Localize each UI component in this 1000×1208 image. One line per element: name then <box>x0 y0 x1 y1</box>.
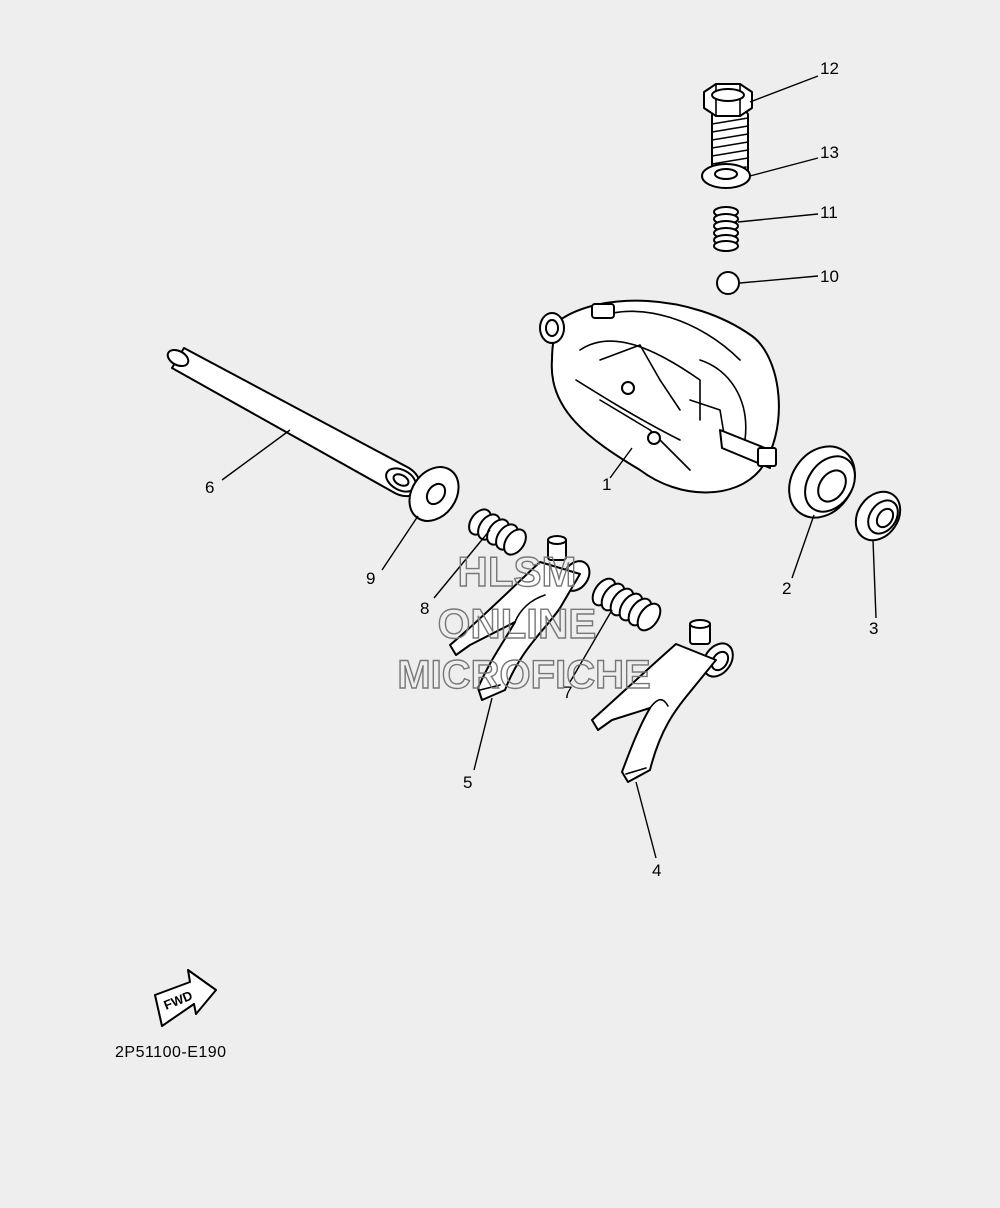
part-10-ball[interactable] <box>716 271 740 295</box>
callout-5: 5 <box>463 773 472 792</box>
watermark-line-2: ONLINE <box>438 600 597 647</box>
callout-7: 7 <box>563 683 572 702</box>
callout-3: 3 <box>869 619 878 638</box>
callout-11: 11 <box>820 203 838 222</box>
part-8-spring[interactable] <box>465 505 531 558</box>
callout-12: 12 <box>820 59 839 78</box>
part-5-shift-fork[interactable] <box>449 535 595 701</box>
part-11-spring[interactable] <box>713 206 739 252</box>
part-4-shift-fork[interactable] <box>591 619 739 783</box>
fwd-arrow-icon: FWD <box>154 969 217 1027</box>
part-6-shaft[interactable] <box>165 347 422 498</box>
part-2-bearing[interactable] <box>776 434 869 531</box>
part-9-washer[interactable] <box>399 458 468 531</box>
callout-6: 6 <box>205 478 214 497</box>
watermark: HLSM ONLINE MICROFICHE <box>397 547 652 697</box>
callout-1: 1 <box>602 475 611 494</box>
callout-2: 2 <box>782 579 791 598</box>
callout-10: 10 <box>820 267 839 286</box>
diagram-code: 2P51100-E190 <box>115 1044 227 1061</box>
callout-4: 4 <box>652 861 661 880</box>
leader-lines <box>221 75 877 859</box>
part-1-shift-drum[interactable] <box>539 299 780 494</box>
watermark-line-3: MICROFICHE <box>397 653 650 697</box>
callout-9: 9 <box>366 569 375 588</box>
callout-labels: 12 13 11 10 1 2 3 6 9 8 7 5 4 <box>205 59 878 880</box>
callout-13: 13 <box>820 143 839 162</box>
callout-8: 8 <box>420 599 429 618</box>
part-3-oil-seal[interactable] <box>847 483 910 549</box>
part-12-bolt[interactable] <box>703 83 753 175</box>
watermark-line-1: HLSM <box>458 548 577 595</box>
part-7-spring[interactable] <box>588 575 665 635</box>
part-13-washer[interactable] <box>701 163 751 189</box>
